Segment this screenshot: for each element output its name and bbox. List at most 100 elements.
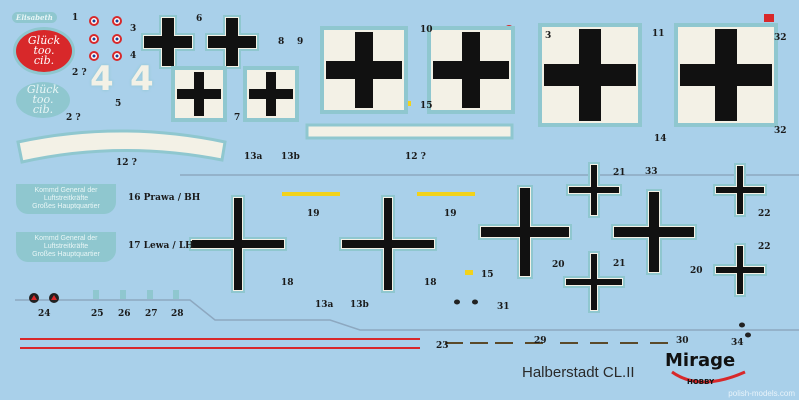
decal-number-label: 28 bbox=[171, 309, 184, 319]
decal-number-label: 21 bbox=[613, 259, 626, 269]
number-decal: 4 bbox=[130, 59, 154, 99]
decal-number-label: 12 ? bbox=[116, 158, 137, 168]
decal-number-label: 11 bbox=[652, 29, 665, 39]
roundel-center bbox=[115, 54, 119, 58]
roundel-center bbox=[92, 37, 96, 41]
decal-number-label: 18 bbox=[281, 278, 294, 288]
decal-number-label: 13a bbox=[315, 300, 334, 310]
yellow-stripe bbox=[417, 192, 475, 196]
decal-number-label: 8 bbox=[278, 37, 285, 47]
banner-line: Kommd General der Luftstreitkräfte bbox=[34, 187, 98, 202]
oval-decal bbox=[472, 299, 478, 305]
decal-number-label: 24 bbox=[38, 309, 51, 319]
sheet-title: Halberstadt CL.II bbox=[522, 364, 635, 381]
decal-number-label: 5 bbox=[115, 99, 122, 109]
decal-number-label: 34 bbox=[731, 338, 744, 348]
banner-line: Kommd General der Luftstreitkräfte bbox=[34, 235, 98, 250]
cross-10 bbox=[355, 32, 373, 108]
stencil-decal bbox=[173, 290, 179, 299]
cross-21 bbox=[591, 254, 597, 310]
decal-number-label: 13a bbox=[244, 152, 263, 162]
cross-18 bbox=[234, 198, 242, 290]
logo-swoosh bbox=[671, 370, 746, 384]
decal-number-label: 4 bbox=[130, 51, 137, 61]
logo-subtext: HOBBY bbox=[687, 378, 715, 386]
white-strip-decal bbox=[16, 129, 227, 164]
decal-number-label: 17 Lewa / LH bbox=[128, 241, 194, 251]
white-strip-decal bbox=[305, 123, 514, 140]
decal-number-label: 22 bbox=[758, 242, 771, 252]
decal-number-label: 2 ? bbox=[66, 113, 81, 123]
gluck-line: too. bbox=[32, 93, 54, 106]
oval-decal bbox=[454, 299, 460, 305]
logo-text: Mirage bbox=[665, 350, 736, 371]
decal-number-label: 20 bbox=[552, 260, 565, 270]
dash-decal bbox=[445, 342, 463, 344]
decal-number-label: 7 bbox=[234, 113, 241, 123]
cross-6 bbox=[226, 18, 238, 66]
small-decal-15 bbox=[465, 270, 473, 275]
roundel-center bbox=[92, 54, 96, 58]
dash-decal bbox=[525, 342, 543, 344]
dash-decal bbox=[470, 342, 488, 344]
watermark: polish-models.com bbox=[728, 389, 795, 398]
dash-decal bbox=[650, 342, 668, 344]
roundel-center bbox=[115, 19, 119, 23]
name-decal: Elisabeth bbox=[12, 12, 57, 23]
decal-number-label: 22 bbox=[758, 209, 771, 219]
decal-number-label: 15 bbox=[420, 101, 433, 111]
roundel-center bbox=[92, 19, 96, 23]
oval-decal bbox=[739, 322, 745, 328]
decal-number-label: 32 bbox=[774, 33, 787, 43]
mirage-hobby-logo: Mirage HOBBY bbox=[665, 352, 735, 391]
decal-number-label: 12 ? bbox=[405, 152, 426, 162]
decal-number-label: 15 bbox=[481, 270, 494, 280]
decal-number-label: 16 Prawa / BH bbox=[128, 193, 201, 203]
stencil-decal bbox=[120, 290, 126, 299]
decal-number-label: 20 bbox=[690, 266, 703, 276]
cross-6 bbox=[162, 18, 174, 66]
dash-decal bbox=[590, 342, 608, 344]
gluck-line: too. bbox=[33, 44, 55, 57]
oval-decal bbox=[745, 332, 751, 338]
cross-21 bbox=[591, 165, 597, 215]
number-decal: 4 bbox=[90, 59, 114, 99]
yellow-stripe bbox=[282, 192, 340, 196]
cross-18 bbox=[384, 198, 392, 290]
decal-number-label: 19 bbox=[307, 209, 320, 219]
decal-number-label: 29 bbox=[534, 336, 547, 346]
decal-number-label: 9 bbox=[297, 37, 304, 47]
decal-number-label: 6 bbox=[196, 14, 203, 24]
gluck-line: cib. bbox=[32, 103, 54, 116]
decal-number-label: 1 bbox=[72, 13, 79, 23]
emblem-24-triangle bbox=[31, 295, 37, 300]
stencil-decal bbox=[93, 290, 99, 299]
cross-7 bbox=[266, 72, 276, 116]
emblem-24-triangle bbox=[51, 295, 57, 300]
cross-22 bbox=[737, 166, 743, 214]
cross-11 bbox=[715, 29, 737, 121]
marker-32 bbox=[764, 14, 774, 22]
dash-decal bbox=[495, 342, 513, 344]
gluck-line: Glück bbox=[27, 34, 61, 47]
dash-decal bbox=[560, 342, 578, 344]
roundel-center bbox=[115, 37, 119, 41]
decal-number-label: 23 bbox=[436, 341, 449, 351]
gluck-line: cib. bbox=[33, 54, 55, 67]
banner-line: Großes Hauptquartier bbox=[32, 251, 100, 258]
cross-20 bbox=[520, 188, 530, 276]
decal-number-label: 13b bbox=[281, 152, 300, 162]
dash-decal bbox=[620, 342, 638, 344]
decal-number-label: 25 bbox=[91, 309, 104, 319]
decal-number-label: 3 bbox=[545, 31, 552, 41]
cross-20 bbox=[649, 192, 659, 272]
decal-number-label: 3 bbox=[130, 24, 137, 34]
decal-number-label: 31 bbox=[497, 302, 510, 312]
decal-number-label: 30 bbox=[676, 336, 689, 346]
decal-number-label: 33 bbox=[645, 167, 658, 177]
cross-10 bbox=[462, 32, 480, 108]
decal-number-label: 32 bbox=[774, 126, 787, 136]
